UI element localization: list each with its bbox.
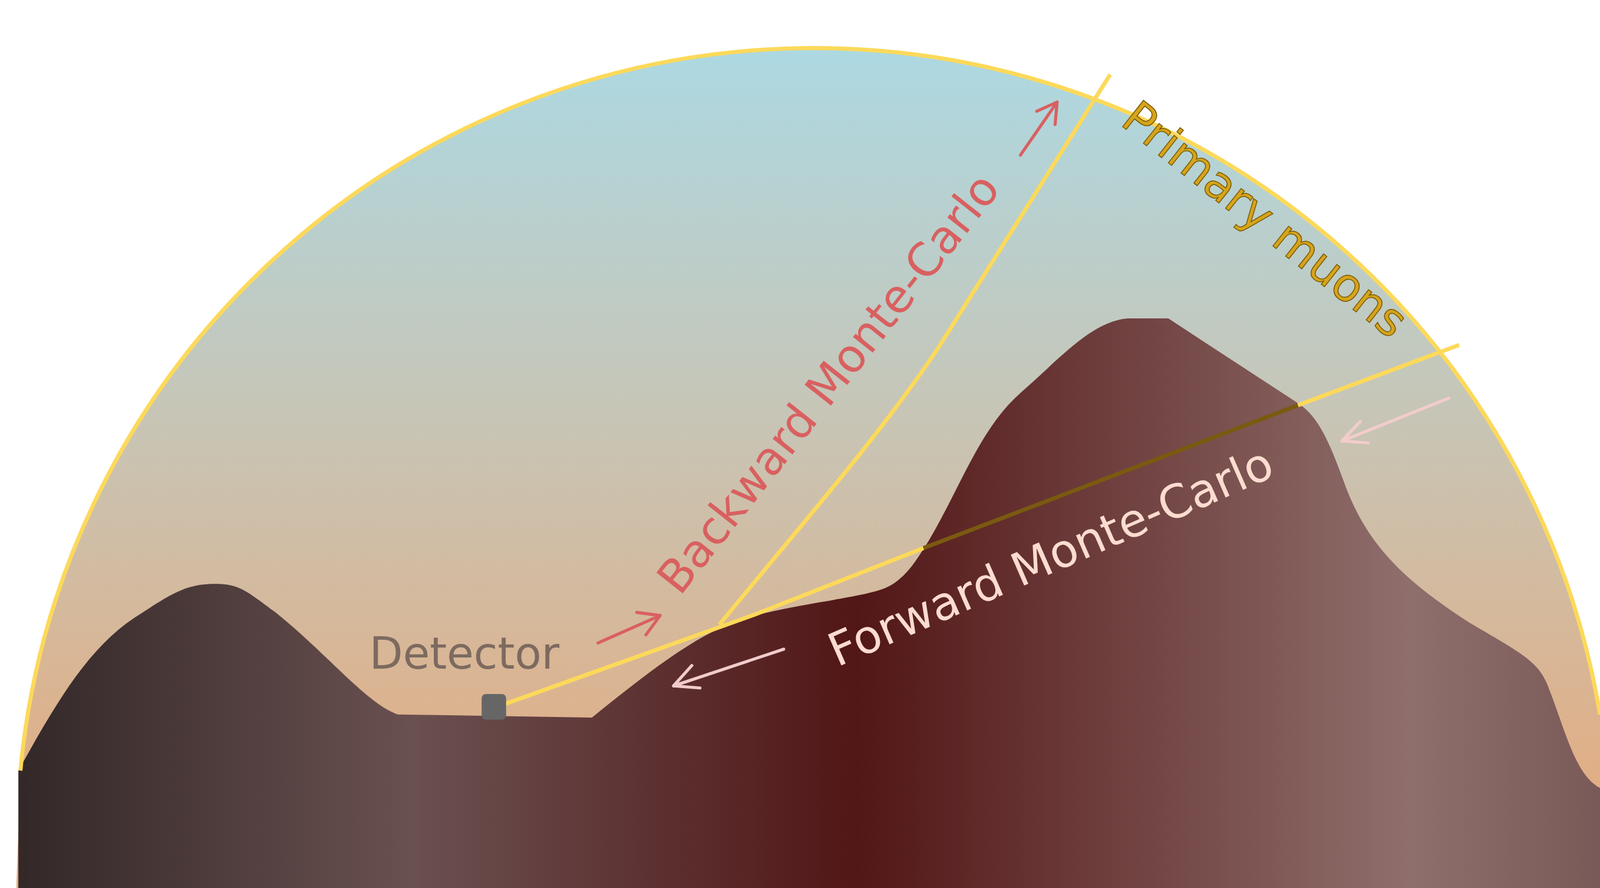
sky-rim bbox=[20, 47, 1600, 770]
forward-arrow bbox=[673, 648, 784, 688]
backward-arrow bbox=[598, 612, 661, 643]
forward-arrow bbox=[1341, 397, 1450, 443]
backward-arrow bbox=[1020, 101, 1058, 155]
forward-track-sky bbox=[1297, 344, 1460, 405]
detector-label: Detector bbox=[369, 631, 560, 675]
detector-symbol bbox=[481, 693, 507, 719]
